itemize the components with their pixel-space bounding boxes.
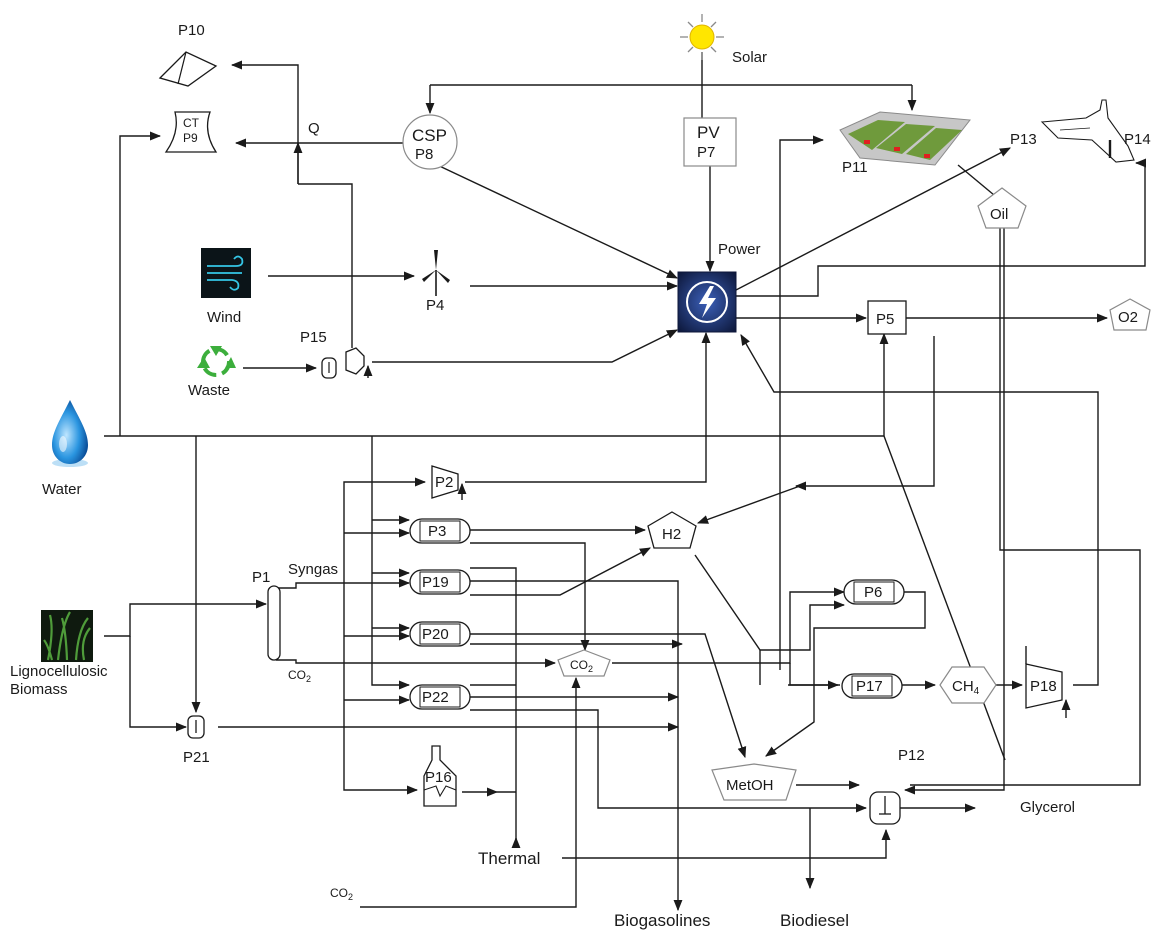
co2-p1-label: CO2 <box>288 668 311 684</box>
flow-lines <box>104 52 1145 910</box>
p21-label: P21 <box>183 749 210 766</box>
p21-digester <box>188 716 204 738</box>
p10-label: P10 <box>178 22 205 39</box>
p13-label: P13 <box>1010 131 1037 148</box>
syngas-label: Syngas <box>288 561 338 578</box>
p11-label: P11 <box>842 159 868 176</box>
sun-icon <box>680 14 724 60</box>
biogasolines-label: Biogasolines <box>614 911 710 930</box>
p15-label: P15 <box>300 329 327 346</box>
q-label: Q <box>308 120 320 137</box>
p22-label: P22 <box>422 689 449 706</box>
p12-reactor <box>870 792 900 824</box>
p17-label: P17 <box>856 678 883 695</box>
p14-label: P14 <box>1124 131 1151 148</box>
co2-bottom-label: CO2 <box>330 886 353 902</box>
p15-digester <box>322 348 368 378</box>
csp-label: CSP <box>412 126 447 145</box>
wind-icon <box>201 248 251 298</box>
p5-label: P5 <box>876 311 894 328</box>
o2-label: O2 <box>1118 309 1138 326</box>
thermal-label: Thermal <box>478 849 540 868</box>
biodiesel-label: Biodiesel <box>780 911 849 930</box>
biomass-label-line2: Biomass <box>10 681 68 698</box>
p6-label: P6 <box>864 584 882 601</box>
p3-label: P3 <box>428 523 446 540</box>
p12-label: P12 <box>898 747 925 764</box>
solar-panel-icon <box>160 52 216 86</box>
p20-label: P20 <box>422 626 449 643</box>
p7-label: P7 <box>697 144 715 161</box>
glycerol-label: Glycerol <box>1020 799 1075 816</box>
wind-turbine-icon <box>422 250 450 296</box>
hydro-dam-icon <box>1042 100 1134 162</box>
lightning-bolt-icon <box>678 272 736 332</box>
water-drop-icon <box>52 400 88 467</box>
p2-label: P2 <box>435 474 453 491</box>
recycle-icon <box>197 346 236 375</box>
power-label: Power <box>718 241 761 258</box>
biomass-label-line1: Lignocellulosic <box>10 663 108 680</box>
p8-label: P8 <box>415 146 433 163</box>
p1-label: P1 <box>252 569 270 586</box>
metoh-label: MetOH <box>726 777 774 794</box>
ct-label: CT <box>183 116 200 130</box>
waste-label: Waste <box>188 382 230 399</box>
p4-label: P4 <box>426 297 444 314</box>
pv-label: PV <box>697 123 720 142</box>
h2-label: H2 <box>662 526 681 543</box>
p19-label: P19 <box>422 574 449 591</box>
algae-pond-icon <box>840 112 970 165</box>
water-label: Water <box>42 481 81 498</box>
wind-label: Wind <box>207 309 241 326</box>
p1-column <box>268 586 280 660</box>
oil-label: Oil <box>990 206 1008 223</box>
solar-label: Solar <box>732 49 767 66</box>
p16-label: P16 <box>425 769 452 786</box>
p18-label: P18 <box>1030 678 1057 695</box>
grass-icon <box>41 610 93 662</box>
p9-label: P9 <box>183 131 198 145</box>
